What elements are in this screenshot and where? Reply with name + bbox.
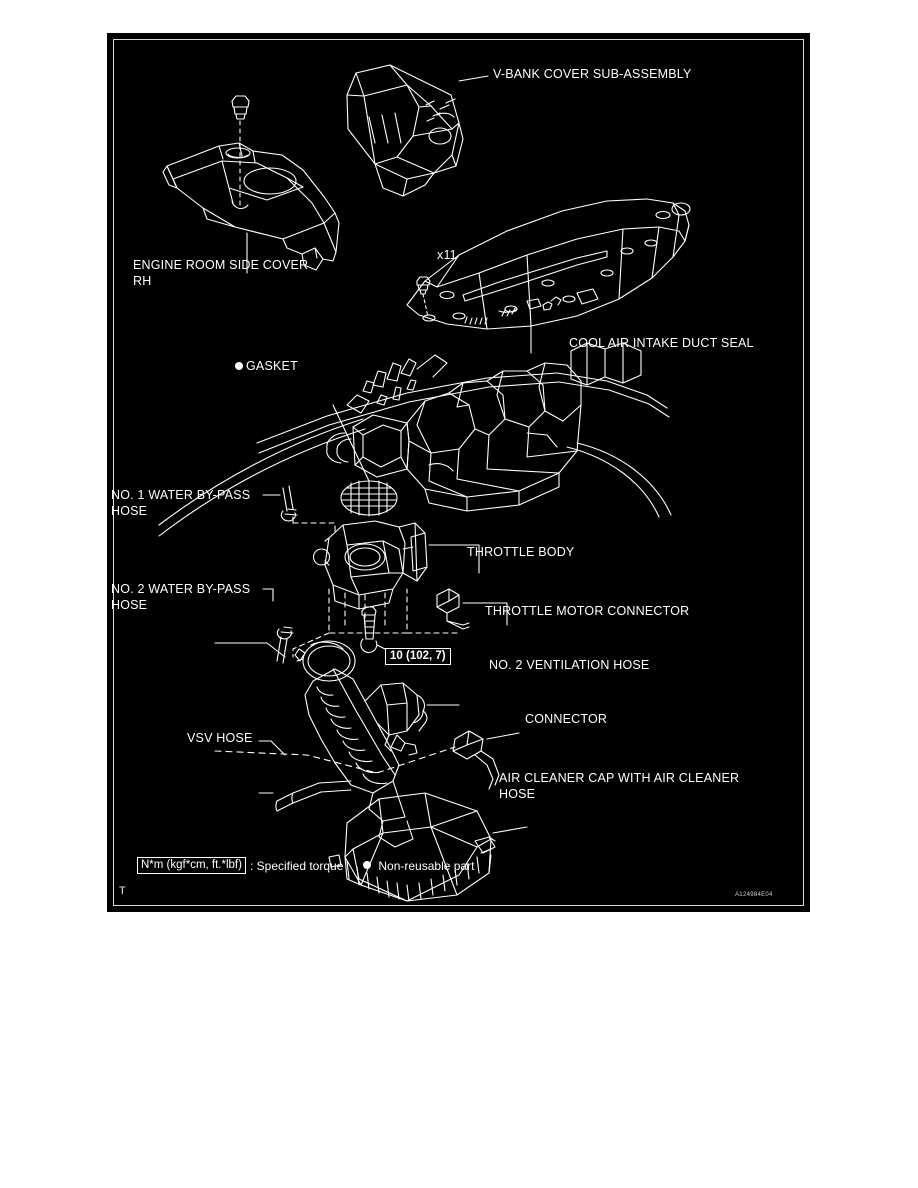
label-gasket-text: GASKET [246, 359, 298, 373]
duct-seal-bolt-hole [422, 314, 436, 322]
leader-throttle-motor-connector [462, 602, 508, 626]
label-air-cleaner-cap-line2: HOSE [499, 787, 536, 801]
vsv-hose-art [275, 780, 352, 812]
cool-air-intake-duct-seal-art [406, 198, 691, 330]
v-bank-cover-art [346, 64, 464, 197]
torque-spec-callout: 10 (102, 7) [385, 648, 451, 665]
leader-connector [486, 732, 520, 740]
throttle-dashed-box [328, 588, 408, 634]
legend-nonreusable-text: Non-reusable part [378, 858, 475, 873]
legend-unit-box: N*m (kgf*cm, ft.*lbf) [137, 857, 246, 874]
label-throttle-body: THROTTLE BODY [467, 545, 575, 559]
throttle-motor-connector-art [436, 588, 470, 630]
upper-hose-line-2 [158, 428, 366, 537]
no1-water-bypass-hose-art [280, 485, 298, 522]
air-hose-clamp-art [294, 640, 356, 682]
engine-room-side-cover-art [162, 142, 340, 271]
bolt-seat-arc [231, 200, 249, 209]
label-engine-room-side-cover-line1: ENGINE ROOM SIDE COVER [133, 258, 309, 272]
nonreusable-bullet-gasket [235, 361, 243, 370]
right-hose-line-2 [576, 442, 672, 516]
diagram-plate: V-BANK COVER SUB-ASSEMBLY ENGINE ROOM SI… [107, 33, 810, 912]
label-cool-air-intake-duct-seal: COOL AIR INTAKE DUCT SEAL [569, 336, 754, 350]
throttle-bolt-art [360, 606, 378, 654]
diagram-inner-frame [113, 39, 804, 906]
leader-x11-dashed [422, 293, 429, 318]
nonreusable-bullet-legend [363, 860, 372, 869]
label-engine-room-side-cover-rh: RH [133, 274, 152, 288]
label-vsv-hose: VSV HOSE [187, 731, 253, 745]
label-air-cleaner-cap: AIR CLEANER CAP WITH AIR CLEANER [499, 771, 740, 785]
label-no2-water-bypass-hose: NO. 2 WATER BY-PASS [111, 582, 251, 596]
leader-throttle-body [428, 544, 480, 574]
side-cover-bolt [231, 95, 250, 120]
figure-id: A124984E04 [735, 892, 773, 898]
label-no2-water-bypass-hose-line2: HOSE [111, 598, 148, 612]
intake-manifold-art [256, 342, 670, 512]
leader-air-cleaner-cap [492, 826, 528, 834]
legend-torque-text: : Specified torque [249, 858, 344, 873]
exploded-parts-artwork [158, 64, 691, 902]
duct-seal-bolt-icon [416, 276, 431, 295]
label-no1-water-bypass-hose: NO. 1 WATER BY-PASS [111, 488, 251, 502]
label-bolt-count: x11 [437, 248, 457, 262]
label-no1-water-bypass-hose-line2: HOSE [111, 504, 148, 518]
throttle-body-art [312, 520, 428, 610]
label-connector: CONNECTOR [525, 712, 608, 726]
gasket-art [340, 480, 398, 517]
legend: N*m (kgf*cm, ft.*lbf) : Specified torque… [137, 857, 474, 874]
vsv-extra-line [214, 642, 286, 658]
leader-gasket [332, 404, 370, 482]
corner-mark: T [119, 885, 126, 897]
leader-vsv-hose-upper [258, 740, 286, 756]
upper-hose-line-1 [158, 418, 364, 526]
connector-art [452, 730, 500, 790]
label-gasket: GASKET [235, 359, 298, 375]
label-throttle-motor-connector: THROTTLE MOTOR CONNECTOR [485, 604, 690, 618]
air-cleaner-cap-art [328, 792, 496, 902]
label-engine-room-side-cover: ENGINE ROOM SIDE COVER [133, 258, 308, 274]
label-no2-ventilation-hose: NO. 2 VENTILATION HOSE [489, 658, 650, 672]
label-v-bank-cover: V-BANK COVER SUB-ASSEMBLY [493, 67, 692, 81]
no2-water-bypass-hose-art [276, 626, 294, 664]
right-hose-line-1 [566, 446, 660, 518]
air-cleaner-hose-art [304, 668, 428, 848]
leader-no2-water-bypass-hose [262, 588, 274, 602]
leader-v-bank-cover [458, 75, 489, 82]
connector-routing-dashed [214, 746, 456, 774]
